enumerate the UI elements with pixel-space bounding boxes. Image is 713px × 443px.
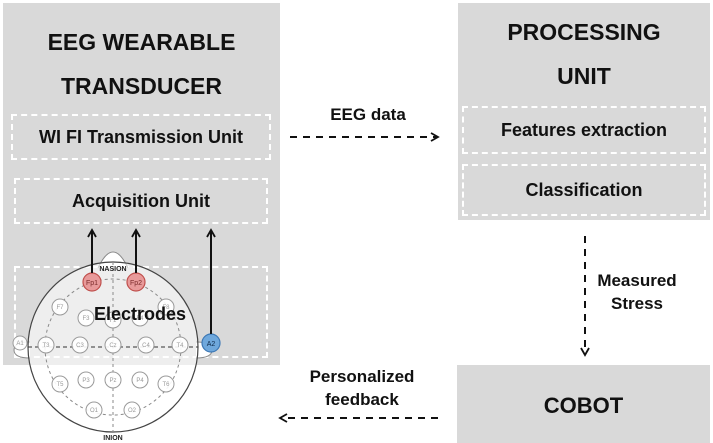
eeg-title-line2: TRANSDUCER xyxy=(61,73,222,99)
electrode-f4 xyxy=(131,309,149,327)
label-c3: C3 xyxy=(76,343,84,349)
electrode-f3 xyxy=(77,309,95,327)
electrode-p4 xyxy=(131,371,149,389)
electrode-cz xyxy=(104,336,122,354)
label-t4: T4 xyxy=(176,343,184,349)
electrode-a1 xyxy=(12,335,28,351)
electrode-f8 xyxy=(157,298,175,316)
processing-unit-block: PROCESSING UNIT xyxy=(458,3,710,220)
feedback-label-line1: Personalized xyxy=(309,367,415,386)
label-f4: F4 xyxy=(136,316,144,322)
cobot-title: COBOT xyxy=(543,393,624,418)
features-extraction-box: Features extraction xyxy=(462,106,706,154)
electrode-t5 xyxy=(51,375,69,393)
electrode-c3 xyxy=(71,336,89,354)
label-t3: T3 xyxy=(42,343,50,349)
electrode-fz xyxy=(104,311,122,329)
electrode-p3 xyxy=(77,371,95,389)
acquisition-unit: Acquisition Unit xyxy=(14,178,268,224)
label-f8: F8 xyxy=(162,305,170,311)
label-a2: A2 xyxy=(207,341,216,348)
eeg-data-label: EEG data xyxy=(330,105,406,124)
electrode-f7 xyxy=(51,298,69,316)
electrode-pz xyxy=(104,371,122,389)
feedback-label-line2: feedback xyxy=(325,390,399,409)
label-p3: P3 xyxy=(82,378,90,384)
electrode-t4 xyxy=(171,336,189,354)
electrode-t3 xyxy=(37,336,55,354)
nasion-label: NASION xyxy=(99,266,126,273)
label-f3: F3 xyxy=(82,316,90,322)
label-fp2: Fp2 xyxy=(130,280,142,287)
eeg-title-line1: EEG WEARABLE xyxy=(47,29,236,55)
label-fp1: Fp1 xyxy=(86,280,98,287)
processing-title-line1: PROCESSING xyxy=(507,19,661,45)
electrode-t6 xyxy=(157,375,175,393)
electrode-labels: F7 F3 Fz F4 F8 A1 T3 C3 Cz C4 T4 T5 P3 P… xyxy=(16,305,184,414)
inion-label: INION xyxy=(103,435,122,442)
classification-box: Classification xyxy=(462,164,706,216)
measured-stress-label-line1: Measured xyxy=(597,271,677,290)
label-pz: Pz xyxy=(109,378,116,384)
label-f7: F7 xyxy=(56,305,64,311)
label-o1: O1 xyxy=(90,408,99,414)
label-p4: P4 xyxy=(136,378,144,384)
processing-title-line2: UNIT xyxy=(557,63,611,89)
cobot-block: COBOT xyxy=(457,365,710,443)
label-a1: A1 xyxy=(16,341,24,347)
electrode-c4 xyxy=(137,336,155,354)
label-c4: C4 xyxy=(142,343,150,349)
label-cz: Cz xyxy=(109,343,116,349)
label-fz: Fz xyxy=(110,318,117,324)
label-o2: O2 xyxy=(128,408,137,414)
wifi-transmission-unit: WI FI Transmission Unit xyxy=(11,114,271,160)
electrode-o2 xyxy=(123,401,141,419)
electrode-o1 xyxy=(85,401,103,419)
label-t6: T6 xyxy=(162,382,170,388)
electrodes-label: Electrodes xyxy=(93,304,187,324)
measured-stress-label-line2: Stress xyxy=(611,294,663,313)
label-t5: T5 xyxy=(56,382,64,388)
